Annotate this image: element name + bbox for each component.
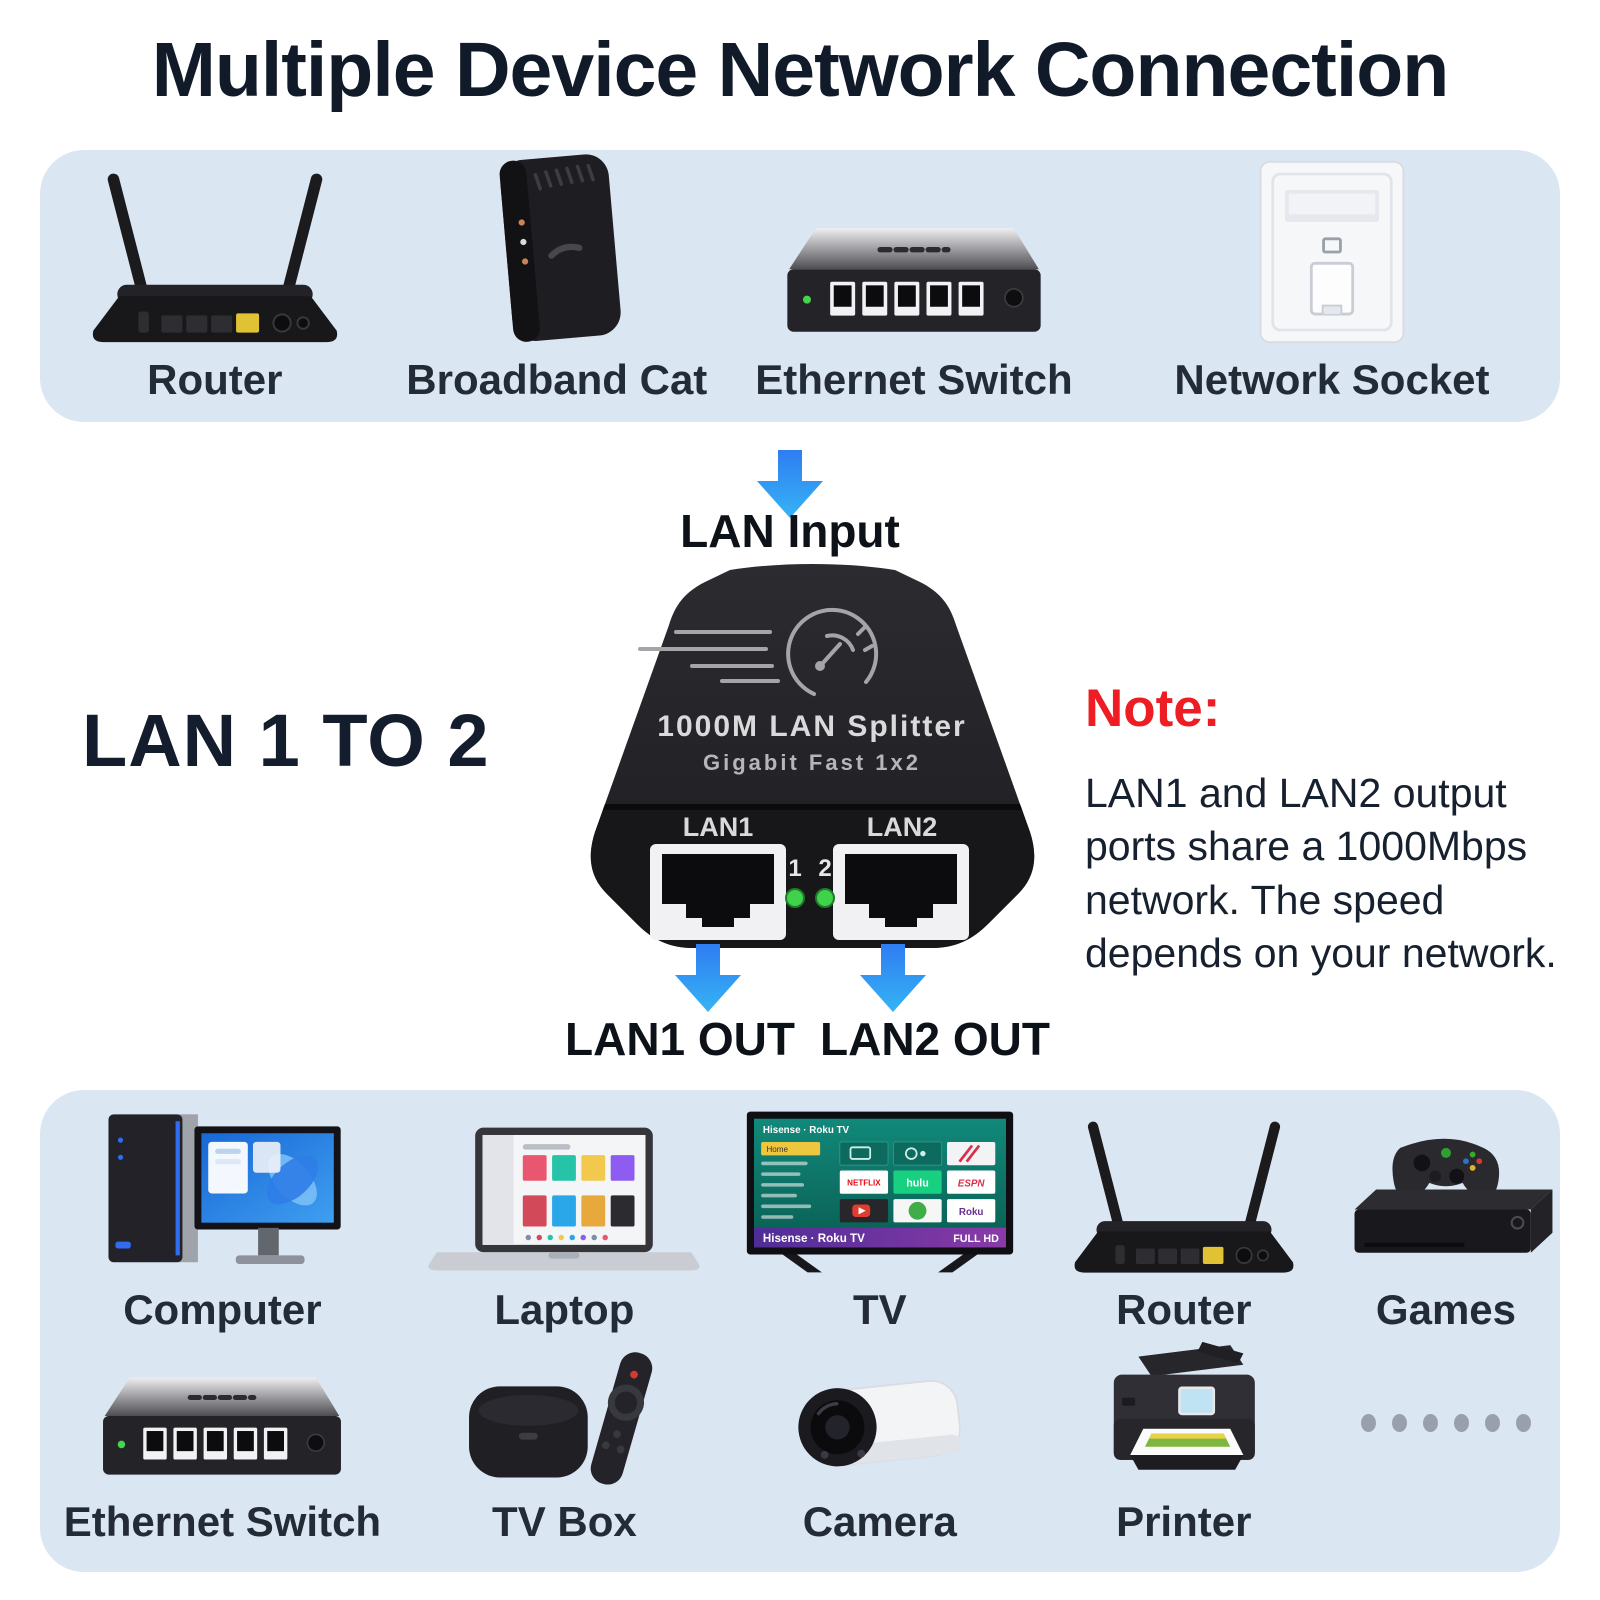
camera-icon bbox=[798, 1379, 962, 1467]
lan-1-to-2-label: LAN 1 TO 2 bbox=[82, 699, 490, 782]
device-tv: Hisense · Roku TV Home bbox=[724, 1104, 1036, 1342]
device-broadband-cat: Broadband Cat bbox=[390, 150, 724, 424]
device-label: Broadband Cat bbox=[406, 356, 708, 403]
device-label: Computer bbox=[123, 1286, 322, 1333]
device-router: Router bbox=[40, 150, 390, 424]
rj45-port-2 bbox=[833, 844, 969, 940]
tv-tile-espn: ESPN bbox=[958, 1179, 986, 1190]
device-router-bottom: Router bbox=[1036, 1104, 1332, 1342]
device-ethernet-switch-bottom: Ethernet Switch bbox=[40, 1340, 405, 1554]
port2-label: LAN2 bbox=[867, 812, 938, 842]
computer-icon bbox=[108, 1114, 342, 1264]
device-label: Ethernet Switch bbox=[63, 1498, 382, 1545]
led2-light bbox=[815, 888, 835, 908]
lan-splitter-device: 1000M LAN Splitter Gigabit Fast 1x2 LAN1… bbox=[580, 560, 1045, 954]
network-socket-icon bbox=[1259, 160, 1405, 344]
device-network-socket: Network Socket bbox=[1104, 150, 1560, 424]
client-devices-row-1: Computer bbox=[40, 1104, 1560, 1333]
device-computer: Computer bbox=[40, 1104, 405, 1342]
page-title: Multiple Device Network Connection bbox=[151, 27, 1450, 113]
tv-tile-netflix: NETFLIX bbox=[847, 1179, 881, 1188]
more-devices bbox=[1332, 1340, 1560, 1554]
device-label: Router bbox=[147, 356, 283, 403]
device-games: Games bbox=[1332, 1104, 1560, 1342]
device-label: Network Socket bbox=[1174, 356, 1490, 403]
lan2-out-label: LAN2 OUT bbox=[820, 1013, 1050, 1065]
tv-brand-band: Hisense · Roku TV bbox=[763, 1232, 865, 1245]
tv-brand-top: Hisense · Roku TV bbox=[763, 1125, 850, 1136]
printer-icon bbox=[1114, 1341, 1256, 1470]
port1-label: LAN1 bbox=[683, 812, 754, 842]
down-arrow-icon bbox=[757, 450, 823, 518]
led1-label: 1 bbox=[788, 855, 801, 882]
device-label: TV bbox=[852, 1286, 907, 1333]
splitter-subtitle: Gigabit Fast 1x2 bbox=[703, 750, 921, 775]
splitter-title: 1000M LAN Splitter bbox=[657, 710, 966, 743]
device-tv-box: TV Box bbox=[405, 1340, 724, 1554]
source-devices-panel: Router bbox=[40, 150, 1560, 422]
router-icon bbox=[92, 173, 337, 343]
device-label: Ethernet Switch bbox=[755, 356, 1073, 403]
tv-box-icon bbox=[468, 1352, 653, 1485]
device-laptop: Laptop bbox=[405, 1104, 724, 1342]
tv-icon: Hisense · Roku TV Home bbox=[746, 1111, 1013, 1273]
client-devices-panel: Computer bbox=[40, 1090, 1560, 1572]
device-label: Printer bbox=[1116, 1498, 1252, 1545]
led2-label: 2 bbox=[818, 855, 831, 882]
note-block: Note: LAN1 and LAN2 output ports share a… bbox=[1085, 678, 1600, 980]
device-label: Camera bbox=[802, 1498, 957, 1545]
note-heading: Note: bbox=[1085, 679, 1221, 738]
modem-icon bbox=[499, 154, 621, 342]
tv-menu-home: Home bbox=[766, 1145, 788, 1154]
note-body: LAN1 and LAN2 output ports share a 1000M… bbox=[1085, 770, 1557, 976]
source-devices-grid: Router bbox=[40, 150, 1560, 422]
down-arrow-icon bbox=[675, 944, 741, 1012]
device-ethernet-switch: Ethernet Switch bbox=[724, 150, 1104, 424]
router-icon bbox=[1074, 1121, 1294, 1273]
ethernet-switch-icon bbox=[103, 1377, 342, 1475]
client-devices-row-2: Ethernet Switch TV bbox=[40, 1340, 1560, 1554]
laptop-icon bbox=[428, 1127, 700, 1271]
device-label: Laptop bbox=[494, 1286, 635, 1333]
tv-tile-hulu: hulu bbox=[906, 1178, 929, 1190]
ethernet-switch-icon bbox=[787, 228, 1041, 332]
down-arrow-icon bbox=[860, 944, 926, 1012]
speedometer-icon bbox=[638, 607, 879, 696]
device-camera: Camera bbox=[724, 1340, 1036, 1554]
games-console-icon bbox=[1354, 1138, 1553, 1253]
led1-light bbox=[785, 888, 805, 908]
lan1-out-label: LAN1 OUT bbox=[565, 1013, 795, 1065]
device-label: Router bbox=[1116, 1286, 1252, 1333]
device-label: TV Box bbox=[492, 1498, 637, 1545]
device-printer: Printer bbox=[1036, 1340, 1332, 1554]
device-label: Games bbox=[1375, 1286, 1517, 1333]
rj45-port-1 bbox=[650, 844, 786, 940]
tv-tile-roku: Roku bbox=[959, 1207, 984, 1218]
lan-input-label: LAN Input bbox=[680, 505, 900, 557]
ellipsis-dots bbox=[1360, 1414, 1531, 1432]
tv-badge: FULL HD bbox=[953, 1233, 999, 1245]
